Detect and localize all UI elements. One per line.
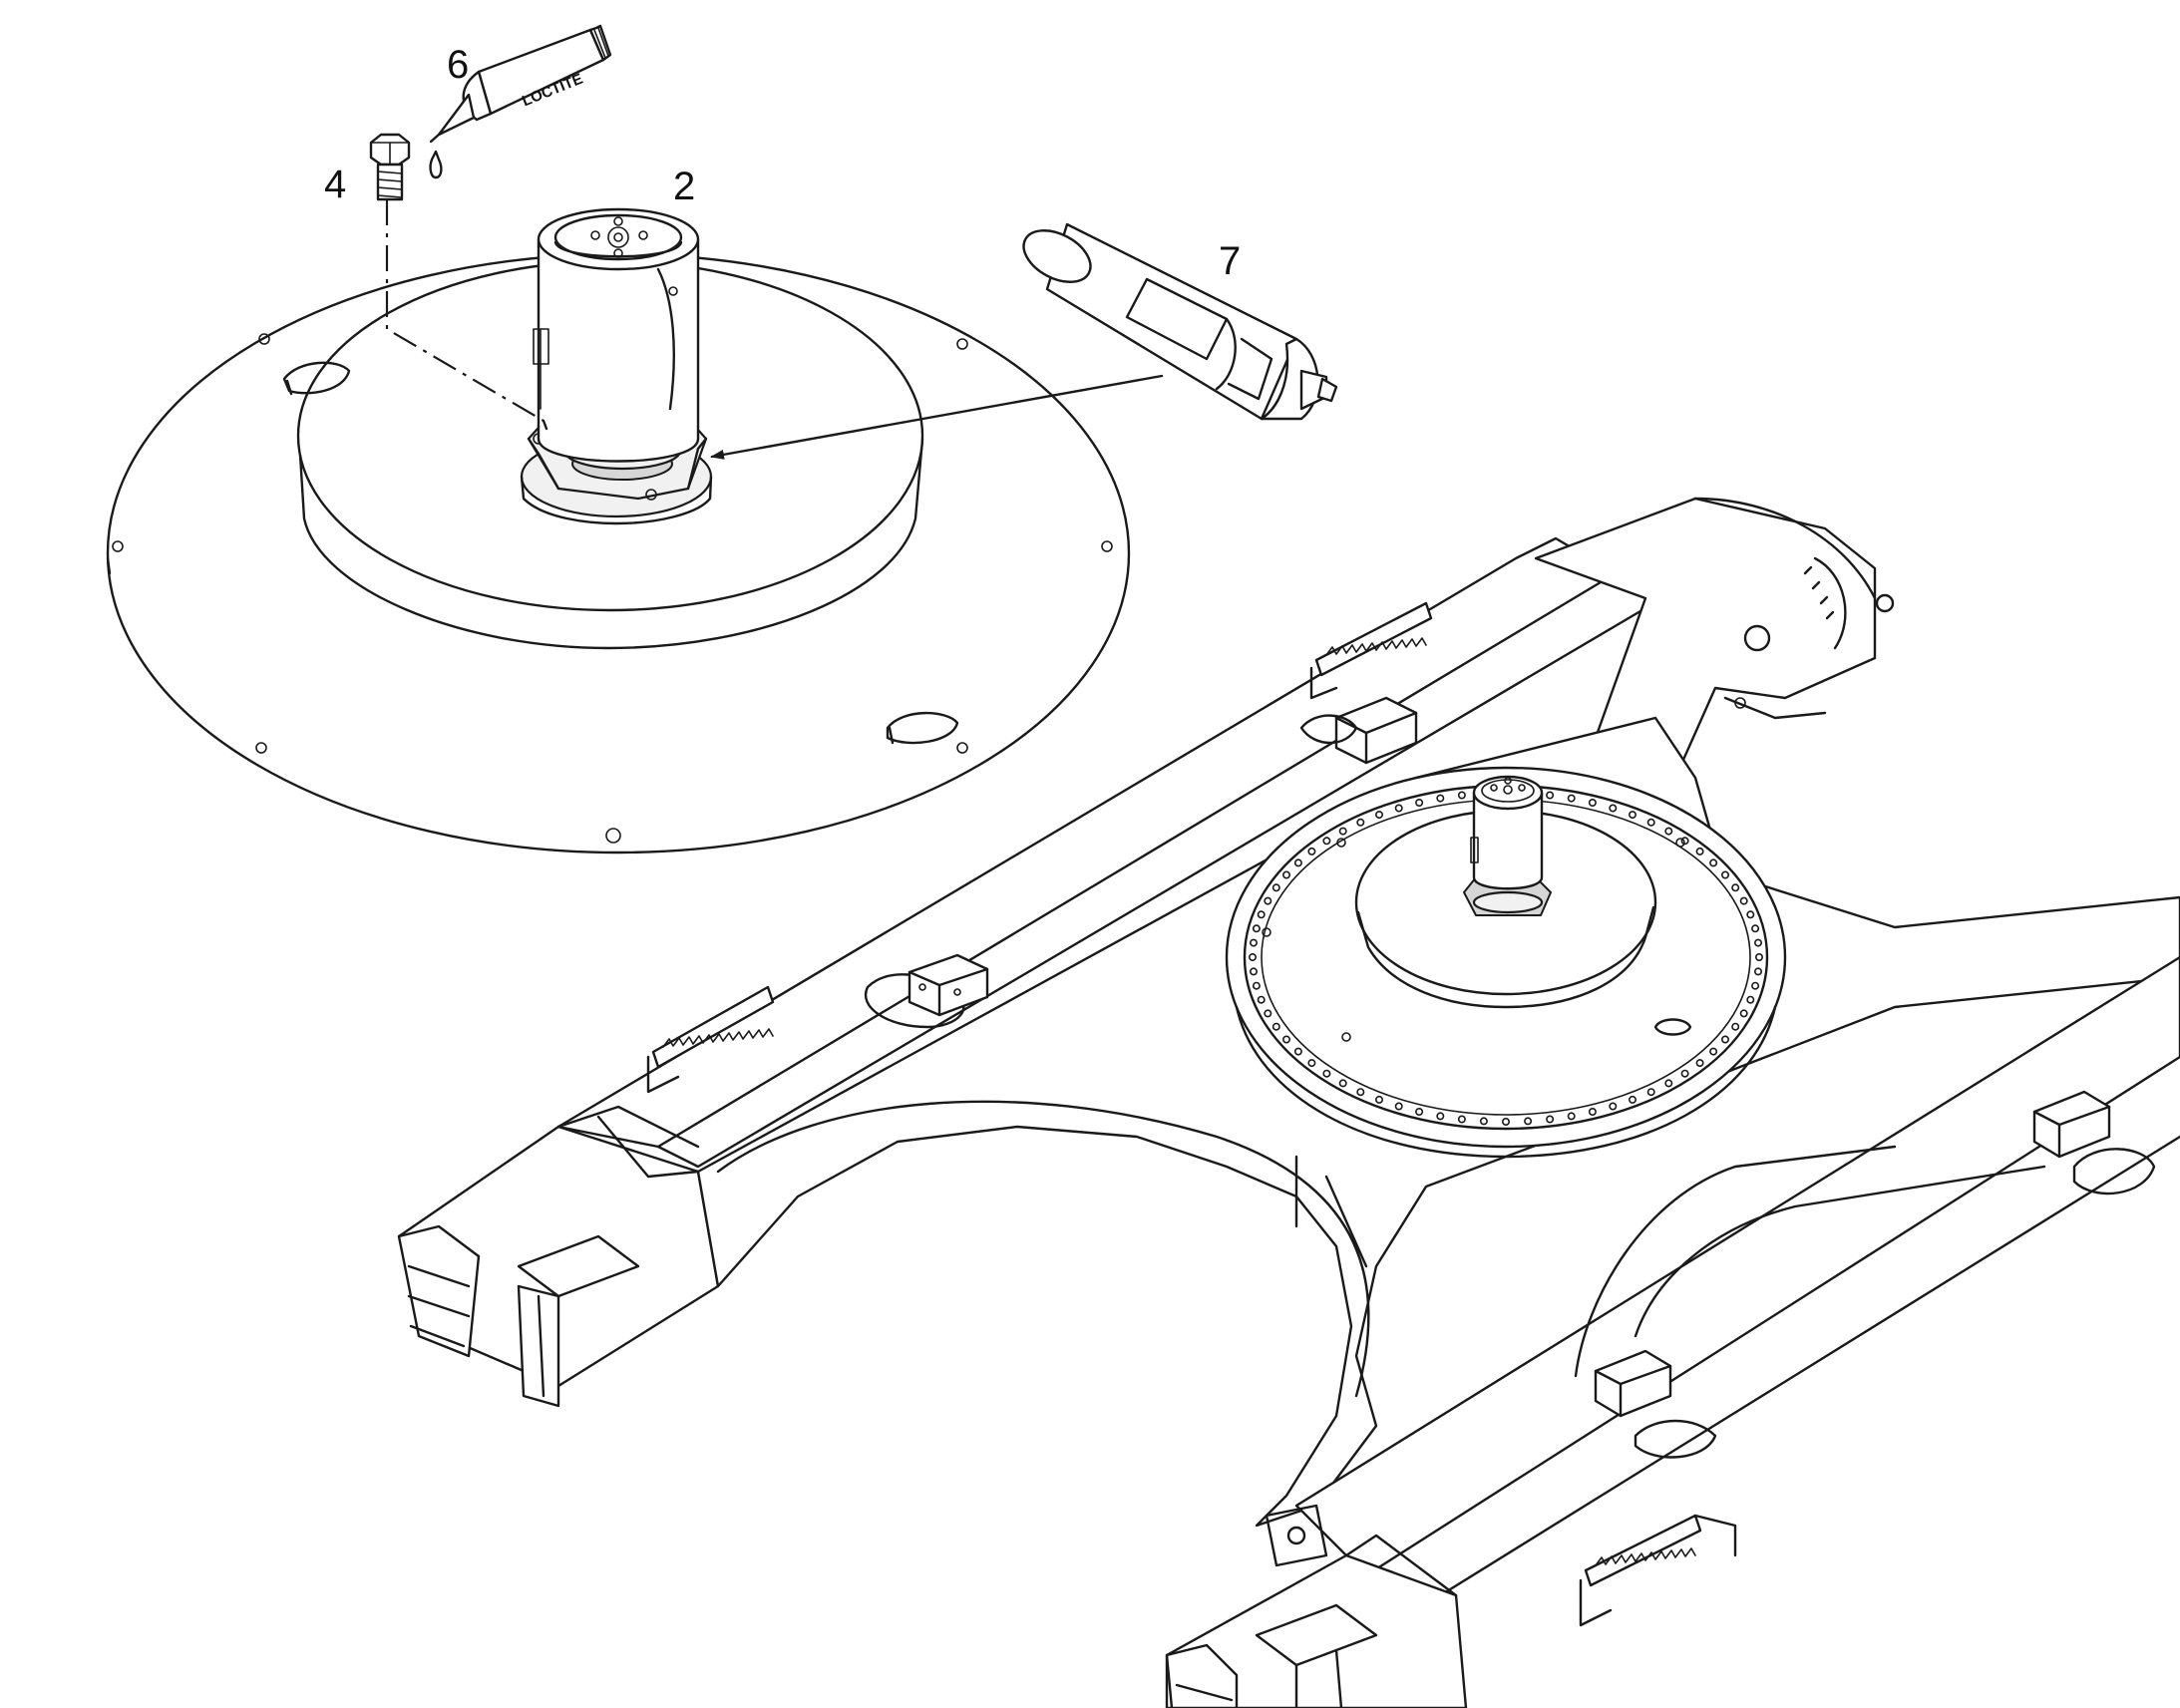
bolt-hole [1394, 804, 1403, 813]
bolt-hole [1751, 924, 1760, 933]
bolt-hole [1307, 1059, 1316, 1068]
bolt-hole [1356, 818, 1365, 827]
bolt-hole [1588, 1108, 1597, 1117]
bolt-hole [1751, 981, 1760, 990]
part-7-cartridge [1022, 222, 1338, 421]
bolt-hole [1338, 827, 1347, 836]
bolt-hole [1731, 1022, 1740, 1031]
bolt-hole [1264, 1009, 1272, 1018]
bolt-hole [1664, 1079, 1673, 1088]
bolt-hole [1629, 811, 1637, 820]
bolt-hole [1436, 794, 1445, 803]
bolt-hole [1721, 1035, 1730, 1044]
bolt-hole [1282, 870, 1291, 879]
bolt-hole [1356, 1088, 1365, 1097]
bolt-hole [1680, 1069, 1689, 1078]
bolt-hole [1375, 1095, 1384, 1104]
part-2-swivel-joint [527, 207, 708, 501]
swing-bearing-installed [1225, 766, 1787, 1159]
bolt-hole [1739, 1009, 1748, 1018]
bolt-hole [1609, 1102, 1618, 1111]
bolt-hole [1609, 804, 1618, 813]
bolt-hole [1293, 858, 1302, 867]
bolt-hole [1546, 1115, 1555, 1124]
callout-7: 7 [1219, 239, 1241, 283]
bolt-hole [1394, 1102, 1403, 1111]
bolt-hole [1322, 1069, 1331, 1078]
bolt-hole [1415, 798, 1424, 807]
bolt-hole [1746, 995, 1755, 1004]
bolt-hole [1746, 910, 1755, 919]
bolt-hole [1479, 1117, 1488, 1126]
bolt-hole [1646, 818, 1655, 827]
bolt-hole [1567, 1112, 1576, 1121]
plate-bolts [112, 333, 1113, 844]
callout-6: 6 [447, 43, 469, 87]
bolt-hole [1257, 910, 1266, 919]
bolt-hole [1307, 847, 1316, 855]
bolt-hole [1755, 952, 1764, 961]
bolt-hole [1457, 1115, 1466, 1124]
bolt-hole [1680, 837, 1689, 846]
bolt-hole [1629, 1095, 1637, 1104]
bolt-hole [1375, 811, 1384, 820]
bolt-hole [1739, 896, 1748, 905]
bolt-hole [1272, 883, 1280, 892]
bolt-hole [1524, 1117, 1533, 1126]
bolt-hole [1502, 1118, 1511, 1127]
bolt-hole [1252, 924, 1261, 933]
bolt-hole [1272, 1022, 1280, 1031]
bolt-hole [1646, 1088, 1655, 1097]
bolt-hole [1754, 938, 1763, 947]
bolt-hole [1415, 1108, 1424, 1117]
bolt-hole [1695, 847, 1704, 855]
bolt-hole [1250, 938, 1259, 947]
bolt-hole [1709, 858, 1718, 867]
bolt-hole [1664, 827, 1673, 836]
bolt-hole [1754, 967, 1763, 976]
bolt-hole [1257, 995, 1266, 1004]
bolt-hole [1695, 1059, 1704, 1068]
bolt-hole [1282, 1035, 1291, 1044]
bolt-hole [1546, 791, 1555, 800]
bolt-hole [1709, 1047, 1718, 1056]
bolt-hole [1567, 794, 1576, 803]
bolt-hole [1249, 952, 1258, 961]
bolt-hole [1588, 798, 1597, 807]
bolt-hole [1264, 896, 1272, 905]
bolt-hole [1322, 837, 1331, 846]
bolt-hole [1252, 981, 1261, 990]
bolt-hole [1731, 883, 1740, 892]
bolt-hole [1250, 967, 1259, 976]
exploded-swing-plate [106, 199, 1131, 854]
callout-2: 2 [673, 165, 695, 208]
part-4-bolt [369, 133, 411, 201]
bolt-hole [1436, 1112, 1445, 1121]
bolt-hole [1338, 1079, 1347, 1088]
bolt-hole [1457, 791, 1466, 800]
bearing-bolt-holes [1249, 788, 1764, 1127]
callout-4: 4 [324, 163, 346, 206]
bolt-hole [1293, 1047, 1302, 1056]
bolt-hole [1721, 870, 1730, 879]
leader-arrow-7 [710, 374, 1164, 460]
